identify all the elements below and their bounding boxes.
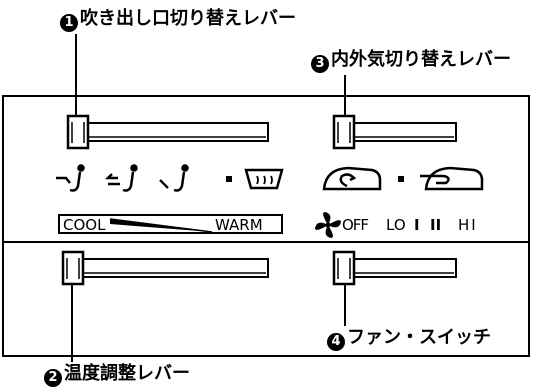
fan-off-label: OFF: [342, 216, 369, 234]
callout-number-3: 3: [311, 55, 329, 73]
fresh-air-icon: [420, 166, 484, 191]
air-intake-lever-slider[interactable]: [332, 114, 457, 150]
callout-fan-switch-text: ファン・スイッチ: [347, 327, 491, 348]
fan-switch-knob[interactable]: [332, 250, 356, 286]
recirculate-air-icon: [322, 166, 382, 191]
fan-switch-slider[interactable]: [332, 250, 457, 286]
temperature-lever-slider[interactable]: [61, 250, 269, 286]
fan-hi-label: HI: [458, 216, 478, 234]
callout-air-intake-lever-text: 内外気切り替えレバー: [331, 49, 511, 70]
vent-foot-defrost-icon: [226, 176, 232, 182]
airflow-lever-slider[interactable]: [66, 114, 269, 150]
callout-temperature-lever-text: 温度調整レバー: [64, 363, 190, 384]
temperature-scale: [58, 214, 283, 234]
callout-number-2: 2: [44, 369, 62, 387]
callout-number-4: 4: [327, 333, 345, 351]
temperature-lever-knob[interactable]: [61, 250, 85, 286]
temperature-warm-label: WARM: [215, 216, 263, 234]
fan-speed-2-label: II: [430, 216, 442, 234]
air-intake-lever-knob[interactable]: [332, 114, 356, 150]
temperature-cool-label: COOL: [63, 216, 106, 234]
control-panel-frame: [2, 95, 530, 357]
airflow-lever-knob[interactable]: [66, 114, 90, 150]
fan-lo-label: LO: [386, 216, 406, 234]
callout-number-1: 1: [60, 14, 78, 32]
defroster-icon: [244, 168, 284, 190]
vent-bilevel-icon: [104, 164, 138, 192]
intake-separator: [398, 176, 404, 182]
fan-speed-1-label: I: [414, 216, 420, 234]
callout-airflow-lever-text: 吹き出し口切り替えレバー: [80, 8, 296, 29]
fan-icon: [315, 212, 341, 238]
vent-face-icon: [56, 164, 85, 192]
vent-foot-icon: [159, 164, 189, 192]
